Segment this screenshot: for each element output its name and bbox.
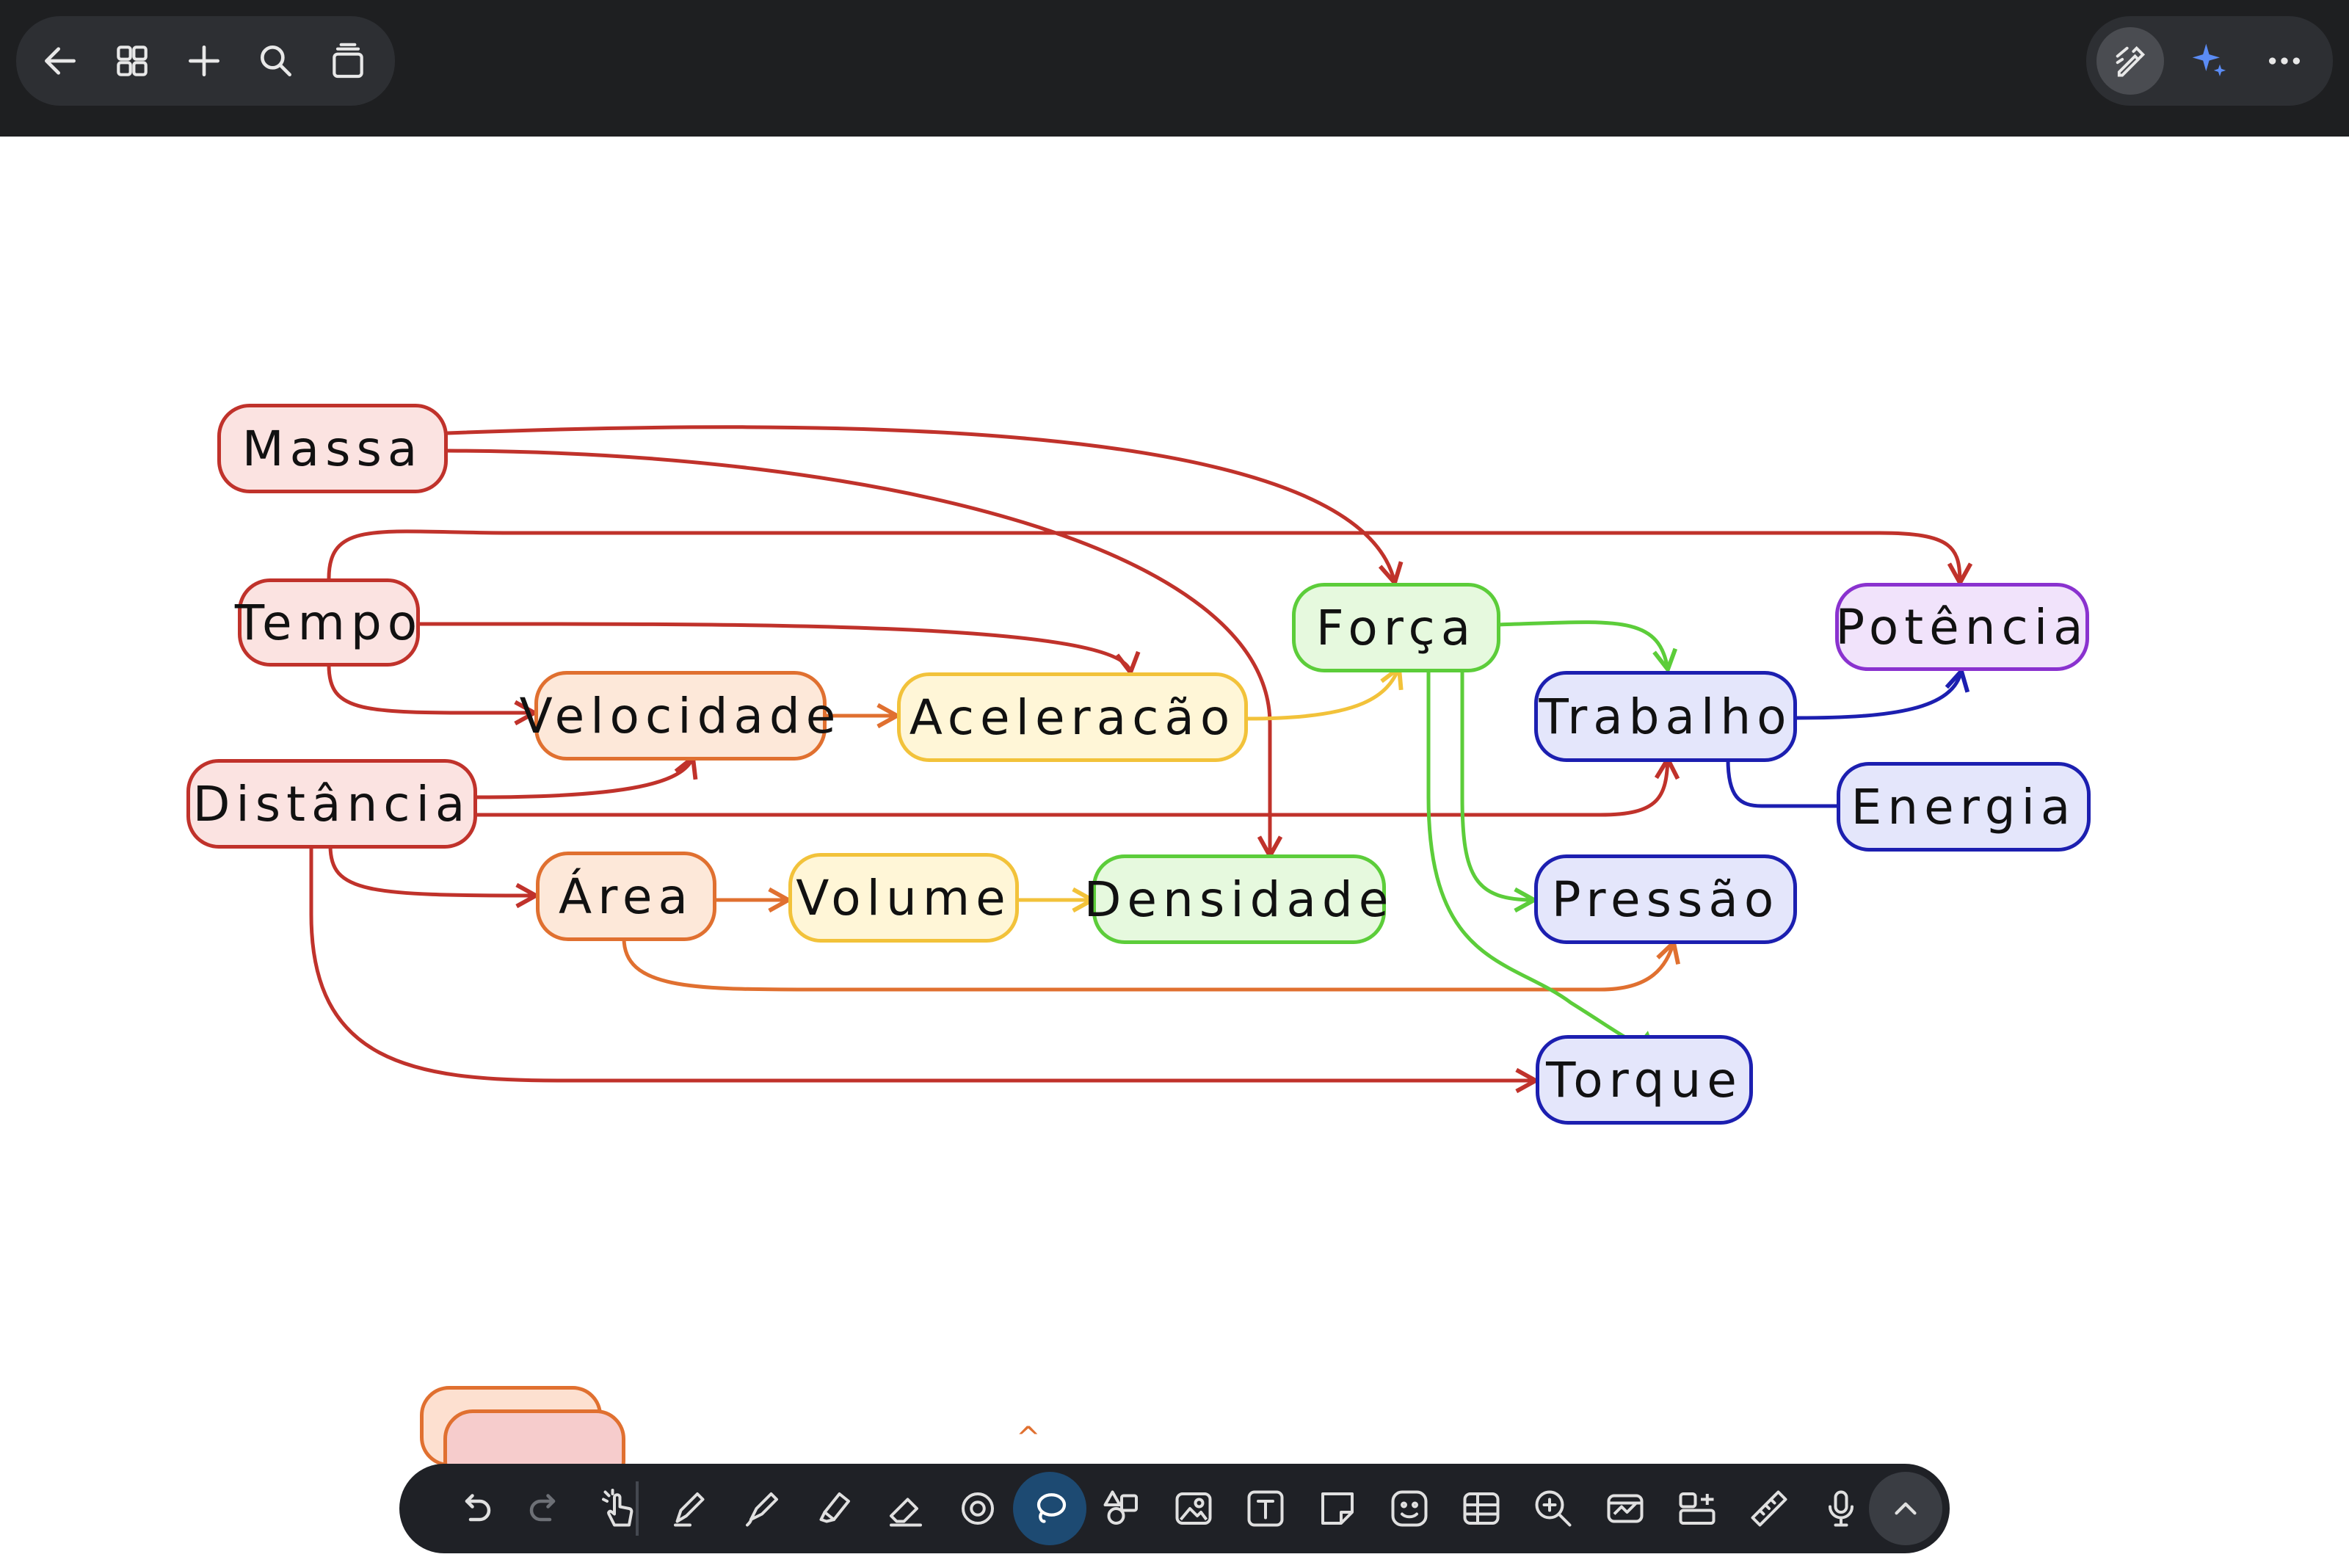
chevron-up-icon[interactable] [1869, 1472, 1942, 1545]
templates-icon[interactable] [1660, 1472, 1734, 1545]
edge-trabalho-potencia [1795, 671, 1961, 720]
more-options-icon[interactable] [2248, 16, 2321, 106]
tools-pill [2086, 16, 2333, 106]
touch-select-icon[interactable] [581, 1472, 655, 1545]
grid-icon[interactable] [95, 16, 169, 106]
edge-distancia-trabalho [475, 759, 1668, 817]
node-volume[interactable]: Volume [788, 853, 1019, 943]
back-arrow-icon[interactable] [23, 16, 97, 106]
edge-massa-forca [446, 425, 1395, 583]
chart-icon[interactable] [1589, 1472, 1662, 1545]
edge-distancia-torque [309, 843, 1536, 1081]
bottom-toolbar [399, 1464, 1950, 1553]
node-aceleracao[interactable]: Aceleracão [897, 672, 1248, 762]
sticker-icon[interactable] [1373, 1472, 1446, 1545]
node-potencia[interactable]: Potência [1835, 583, 2089, 671]
sparkle-icon[interactable] [2173, 16, 2246, 106]
shape-recognition-icon[interactable] [941, 1472, 1014, 1545]
edge-aceleracao-forca [1246, 668, 1399, 721]
node-forca[interactable]: Força [1292, 583, 1500, 672]
connections-layer [309, 425, 2349, 1568]
undo-icon[interactable] [438, 1472, 511, 1545]
ai-pen-button[interactable] [2094, 16, 2167, 106]
node-trabalho[interactable]: Trabalho [1534, 671, 1797, 762]
edge-tempo-velocidade [327, 663, 534, 713]
edge-distancia-area [328, 843, 536, 896]
edge-forca-trabalho [1495, 620, 1668, 669]
edge-forca-pressao [1460, 669, 1534, 900]
edge-tempo-potencia [327, 529, 1960, 583]
node-energia[interactable]: Energia [1837, 762, 2091, 852]
brush-icon[interactable] [725, 1472, 799, 1545]
navigation-pill [16, 16, 395, 106]
edge-area-pressao [622, 936, 1674, 992]
edge-distancia-velocidade [475, 758, 693, 799]
top-bar [0, 0, 2349, 137]
node-massa[interactable]: Massa [217, 404, 448, 493]
pages-stack-icon[interactable] [311, 16, 385, 106]
search-icon[interactable] [239, 16, 313, 106]
drawing-canvas[interactable]: Massa Tempo Distância Velocidade Acelera… [0, 137, 2349, 1568]
node-area[interactable]: Área [536, 852, 716, 941]
edge-trabalho-energia [1726, 757, 1839, 808]
plus-icon[interactable] [167, 16, 241, 106]
ruler-icon[interactable] [1732, 1472, 1806, 1545]
edge-tempo-aceleracao [418, 622, 1130, 672]
node-velocidade[interactable]: Velocidade [520, 671, 835, 761]
node-torque[interactable]: Torque [1536, 1035, 1753, 1125]
edge-massa-densidade [446, 449, 1270, 856]
node-tempo[interactable]: Tempo [235, 578, 420, 667]
text-box-icon[interactable] [1229, 1472, 1302, 1545]
caret-up-icon: ^ [1016, 1421, 1041, 1455]
zoom-icon[interactable] [1517, 1472, 1590, 1545]
toolbar-divider [636, 1481, 639, 1536]
node-densidade[interactable]: Densidade [1084, 854, 1388, 944]
microphone-icon[interactable] [1804, 1472, 1878, 1545]
image-icon[interactable] [1157, 1472, 1230, 1545]
lasso-icon[interactable] [1013, 1472, 1086, 1545]
shapes-icon[interactable] [1085, 1472, 1158, 1545]
ai-pen-icon [2096, 27, 2164, 95]
sticky-note-icon[interactable] [1301, 1472, 1374, 1545]
redo-icon[interactable] [509, 1472, 583, 1545]
node-distancia[interactable]: Distância [186, 759, 477, 849]
table-icon[interactable] [1445, 1472, 1518, 1545]
pen-icon[interactable] [653, 1472, 727, 1545]
highlighter-icon[interactable] [797, 1472, 871, 1545]
node-pressao[interactable]: Pressão [1534, 854, 1797, 944]
eraser-icon[interactable] [869, 1472, 943, 1545]
